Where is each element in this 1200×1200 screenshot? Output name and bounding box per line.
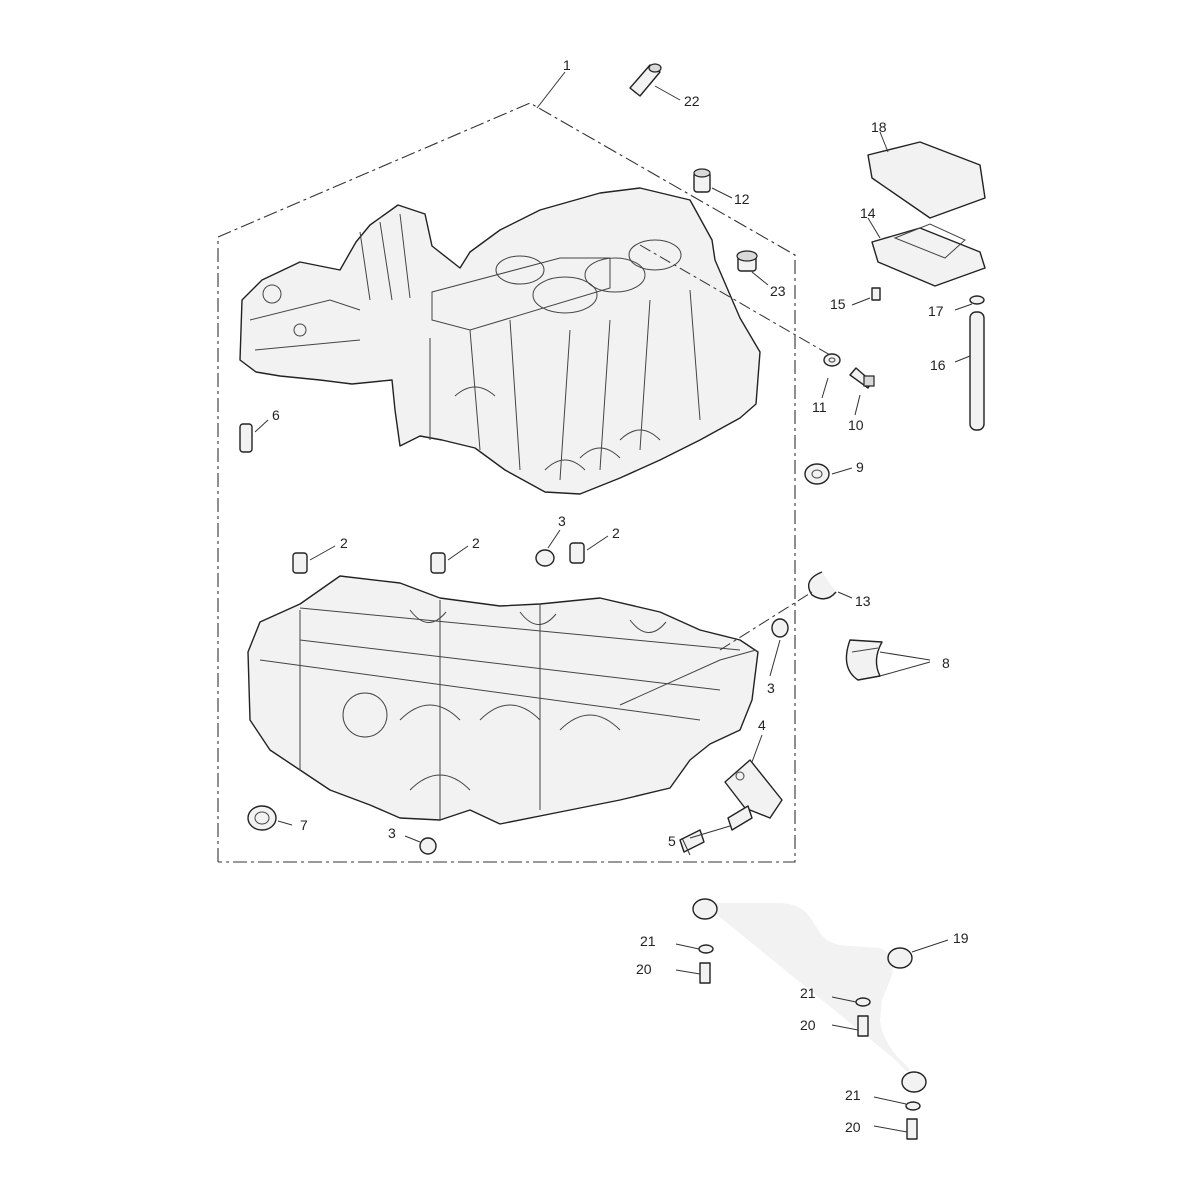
callout-21-b: 21 xyxy=(800,985,816,1001)
bolt-20-c xyxy=(906,1118,918,1140)
callout-15: 15 xyxy=(830,296,846,312)
bolt-15 xyxy=(871,287,881,301)
callout-13: 13 xyxy=(855,593,871,609)
callout-10: 10 xyxy=(848,417,864,433)
lower-crankcase xyxy=(247,575,759,825)
callout-3-b: 3 xyxy=(767,680,775,696)
dowel-2-b xyxy=(430,552,446,574)
callout-9: 9 xyxy=(856,459,864,475)
tube-16 xyxy=(969,311,985,431)
dowel-6 xyxy=(239,423,253,453)
callout-2-b: 2 xyxy=(472,535,480,551)
callout-12: 12 xyxy=(734,191,750,207)
callout-23: 23 xyxy=(770,283,786,299)
callout-4: 4 xyxy=(758,717,766,733)
upper-crankcase xyxy=(239,187,761,495)
plug-3-a xyxy=(535,549,555,567)
dowel-12 xyxy=(693,168,711,193)
dowel-pin-22 xyxy=(629,63,662,97)
callout-8: 8 xyxy=(942,655,950,671)
callout-18: 18 xyxy=(871,119,887,135)
callout-14: 14 xyxy=(860,205,876,221)
washer-9 xyxy=(804,463,830,485)
bolt-20-a xyxy=(699,962,711,984)
breather-cover xyxy=(871,223,986,287)
washer-21-b xyxy=(855,997,871,1007)
callout-2-a: 2 xyxy=(340,535,348,551)
dowel-2-c xyxy=(569,542,585,564)
callout-22: 22 xyxy=(684,93,700,109)
callout-5: 5 xyxy=(668,833,676,849)
oil-pipe xyxy=(692,898,927,1093)
callout-21-c: 21 xyxy=(845,1087,861,1103)
oil-seal-7 xyxy=(247,805,277,831)
callout-17: 17 xyxy=(928,303,944,319)
plug-3-c xyxy=(419,837,437,855)
callout-1: 1 xyxy=(563,57,571,73)
washer-21-a xyxy=(698,944,714,954)
washer-11 xyxy=(823,353,841,367)
callout-20-a: 20 xyxy=(636,961,652,977)
callout-20-c: 20 xyxy=(845,1119,861,1135)
callout-6: 6 xyxy=(272,407,280,423)
callout-3-a: 3 xyxy=(558,513,566,529)
assembly-boundary xyxy=(217,102,796,863)
callout-11: 11 xyxy=(812,399,827,415)
o-ring-17 xyxy=(969,295,985,305)
bolt-5-b xyxy=(727,805,753,831)
callout-3-c: 3 xyxy=(388,825,396,841)
callout-19: 19 xyxy=(953,930,969,946)
callout-20-b: 20 xyxy=(800,1017,816,1033)
plug-23 xyxy=(736,250,758,272)
bolt-20-b xyxy=(857,1015,869,1037)
callout-7: 7 xyxy=(300,817,308,833)
washer-21-c xyxy=(905,1101,921,1111)
plug-3-b xyxy=(771,618,789,638)
dowel-2-a xyxy=(292,552,308,574)
plate-4 xyxy=(724,759,783,819)
breather-gasket xyxy=(867,141,986,219)
callout-21-a: 21 xyxy=(640,933,656,949)
circlip-13 xyxy=(808,571,837,600)
callout-16: 16 xyxy=(930,357,946,373)
bearing-shells-8 xyxy=(845,639,883,681)
callout-2-c: 2 xyxy=(612,525,620,541)
bolt-10 xyxy=(849,367,875,389)
